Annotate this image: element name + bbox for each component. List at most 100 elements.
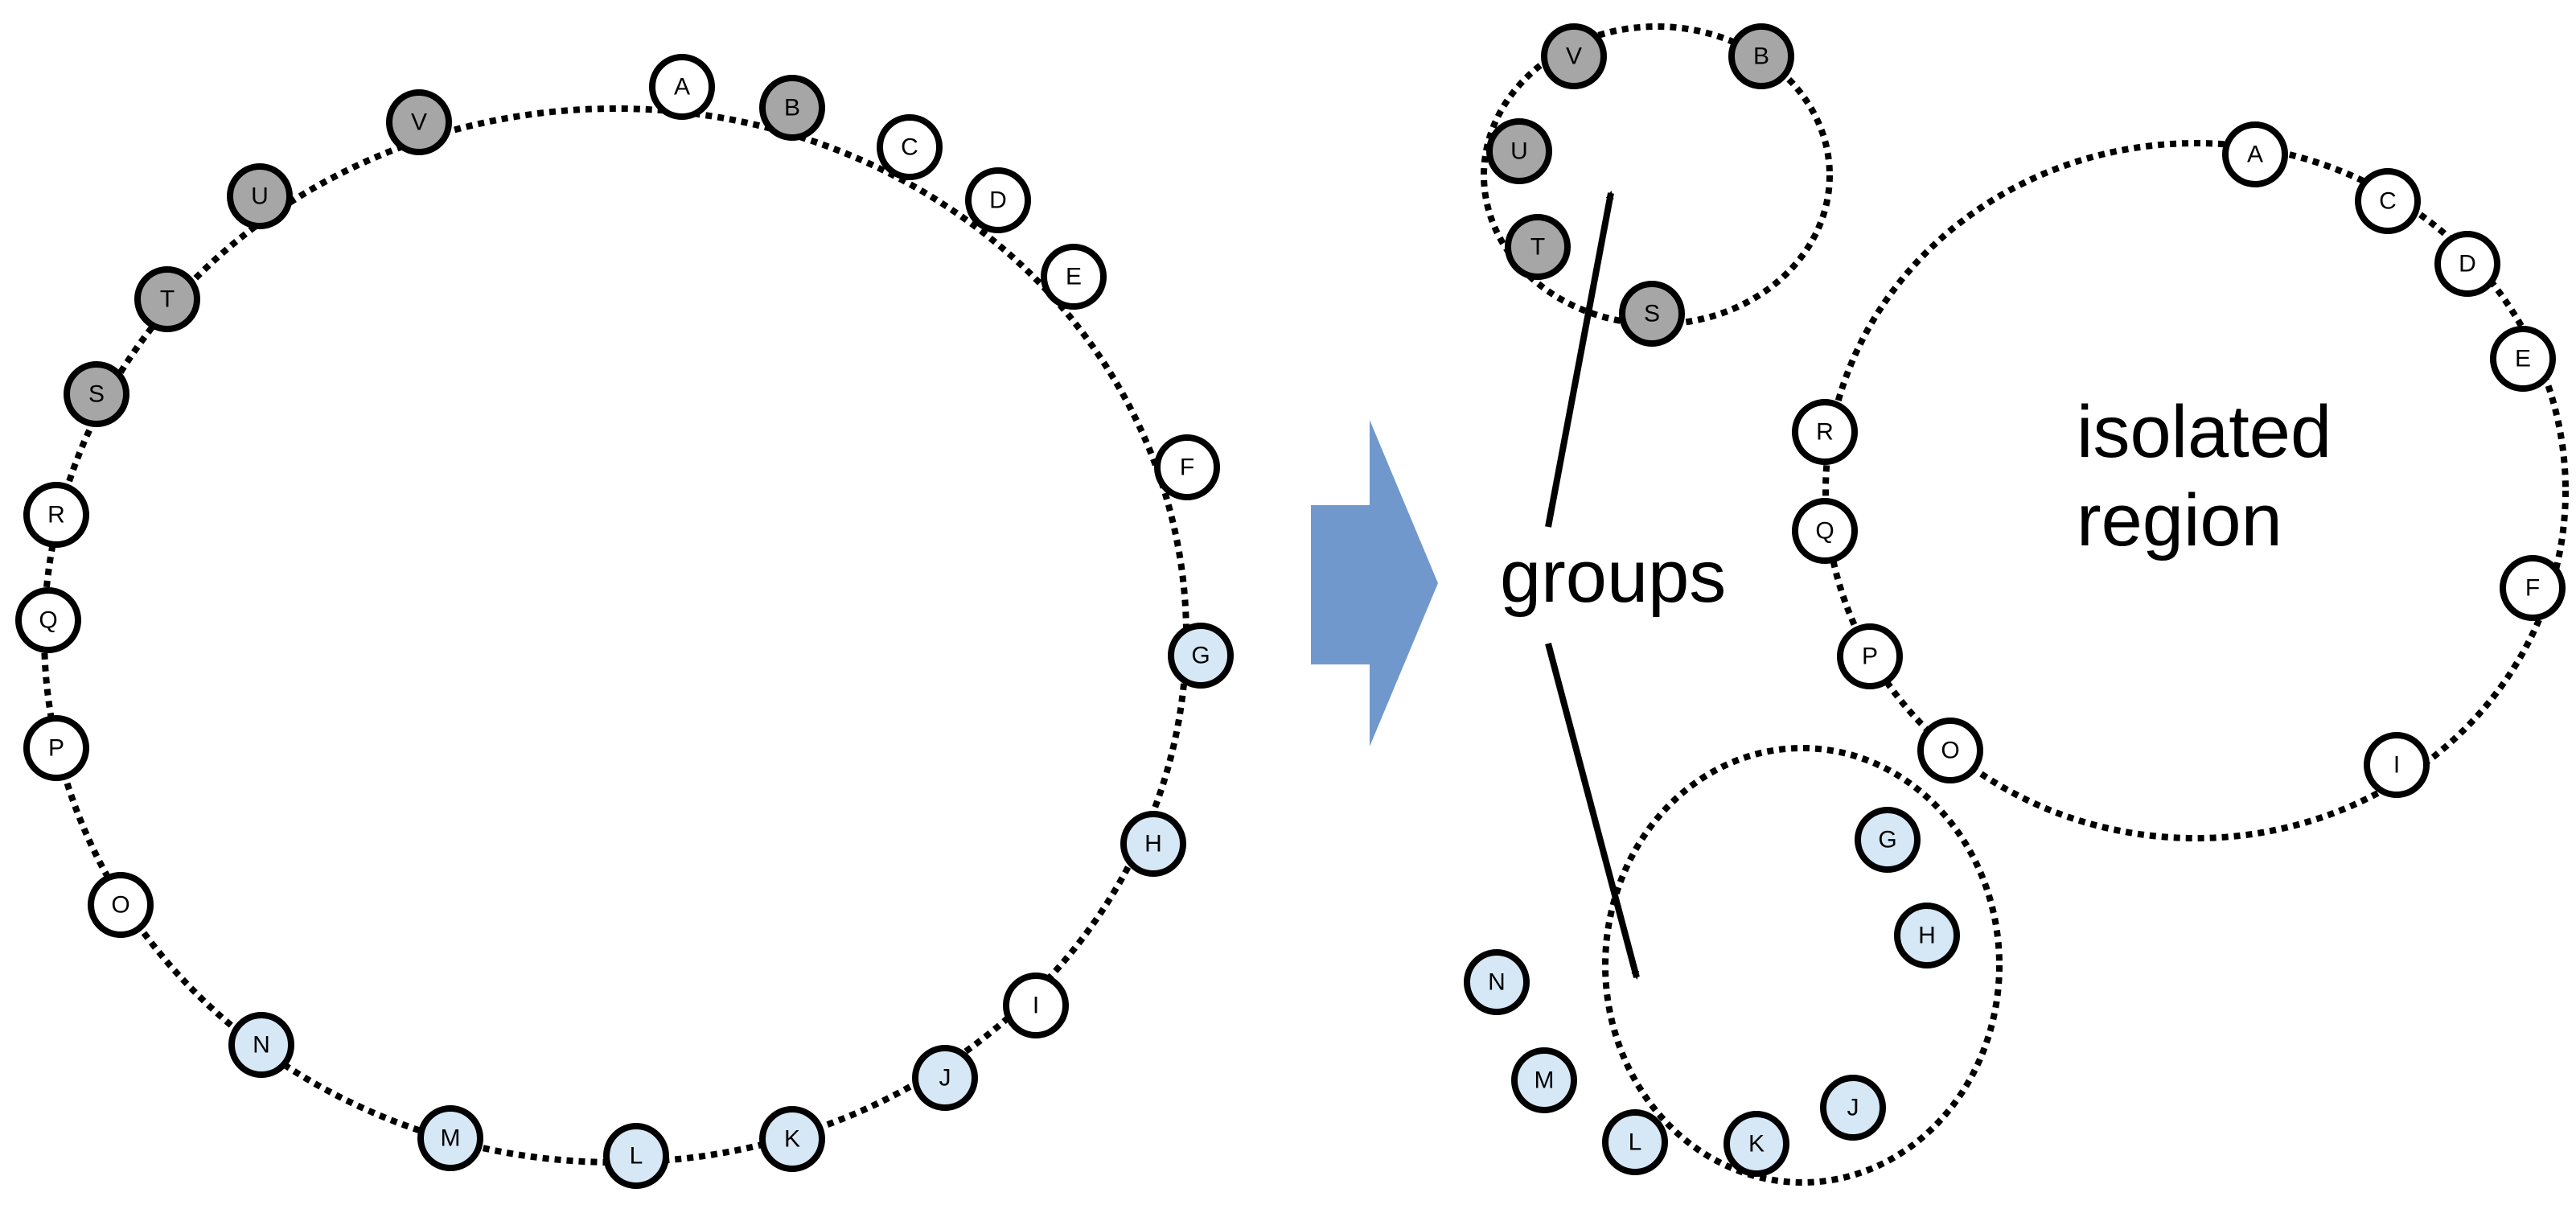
- node-circle: [227, 163, 293, 229]
- node-label: K: [1748, 1131, 1765, 1158]
- node-circle: [603, 1123, 669, 1189]
- before-node-p: P: [23, 715, 89, 781]
- node-label: S: [1644, 301, 1660, 327]
- node-label: L: [630, 1143, 643, 1170]
- before-node-e: E: [1041, 244, 1107, 310]
- node-circle: [1917, 718, 1983, 783]
- node-label: T: [1530, 234, 1545, 261]
- gray-group-node-b: B: [1728, 23, 1794, 89]
- before-node-u: U: [227, 163, 293, 229]
- node-circle: [877, 114, 943, 180]
- node-circle: [1154, 434, 1220, 500]
- arrow-to-gray-group: [1545, 191, 1614, 528]
- node-circle: [2434, 231, 2500, 297]
- node-label: P: [1862, 644, 1878, 670]
- node-circle: [88, 872, 154, 938]
- node-label: J: [939, 1065, 951, 1092]
- node-label: Q: [39, 607, 57, 634]
- node-circle: [1505, 214, 1571, 280]
- node-label: A: [2247, 142, 2263, 168]
- before-node-c: C: [877, 114, 943, 180]
- node-label: S: [88, 381, 105, 408]
- node-label: P: [48, 735, 64, 762]
- node-circle: [2355, 168, 2421, 234]
- node-label: J: [1847, 1095, 1859, 1121]
- arrow-to-blue-group: [1545, 642, 1640, 980]
- before-node-n: N: [228, 1012, 294, 1078]
- node-label: R: [1816, 419, 1834, 446]
- before-node-t: T: [134, 266, 200, 332]
- isolated-region-label-line2: region: [2077, 479, 2282, 561]
- node-circle: [1486, 118, 1552, 184]
- node-circle: [64, 361, 129, 427]
- gray-group-node-u: U: [1486, 118, 1552, 184]
- before-node-a: A: [649, 54, 715, 120]
- node-label: D: [989, 187, 1007, 214]
- node-label: A: [674, 74, 690, 101]
- node-circle: [1792, 498, 1858, 564]
- node-label: Q: [1815, 518, 1834, 545]
- gray-group-ring: [1481, 23, 1833, 327]
- isolated-node-e: E: [2490, 326, 2556, 392]
- node-label: F: [2525, 575, 2540, 602]
- node-label: C: [2379, 188, 2397, 215]
- node-label: B: [1753, 43, 1769, 70]
- node-label: U: [251, 183, 269, 210]
- node-label: G: [1191, 643, 1210, 669]
- node-circle: [759, 1106, 825, 1172]
- node-label: V: [1566, 43, 1582, 70]
- before-node-i: I: [1003, 973, 1069, 1038]
- gray-group-node-s: S: [1619, 281, 1685, 347]
- node-circle: [1464, 949, 1530, 1015]
- isolated-node-i: I: [2364, 732, 2430, 798]
- node-circle: [1855, 807, 1921, 873]
- node-label: E: [1066, 264, 1082, 290]
- node-label: O: [111, 892, 129, 919]
- node-circle: [759, 75, 825, 141]
- node-label: I: [1033, 993, 1039, 1019]
- before-node-g: G: [1168, 623, 1234, 689]
- isolated-node-p: P: [1837, 623, 1903, 689]
- gray-group-node-v: V: [1541, 23, 1607, 89]
- node-circle: [1820, 1075, 1886, 1141]
- before-node-d: D: [965, 167, 1031, 233]
- before-node-k: K: [759, 1106, 825, 1172]
- node-circle: [228, 1012, 294, 1078]
- node-circle: [1003, 973, 1069, 1038]
- node-label: D: [2459, 251, 2476, 278]
- node-label: H: [1918, 923, 1936, 949]
- blue-group-node-g: G: [1855, 807, 1921, 873]
- node-circle: [1511, 1047, 1577, 1113]
- before-node-b: B: [759, 75, 825, 141]
- node-circle: [23, 715, 89, 781]
- transition-arrow-icon: [1311, 420, 1438, 746]
- node-circle: [912, 1045, 978, 1111]
- isolated-node-f: F: [2500, 555, 2566, 621]
- before-node-q: Q: [15, 587, 81, 653]
- gray-group-node-t: T: [1505, 214, 1571, 280]
- node-label: F: [1180, 454, 1194, 481]
- node-circle: [386, 89, 452, 155]
- node-label: T: [160, 286, 175, 313]
- before-node-s: S: [64, 361, 129, 427]
- isolated-node-o: O: [1917, 718, 1983, 783]
- isolated-region-label-line1: isolated: [2077, 391, 2332, 473]
- groups-label: groups: [1500, 536, 1726, 618]
- blue-group-node-n: N: [1464, 949, 1530, 1015]
- isolated-node-a: A: [2222, 121, 2288, 187]
- node-label: U: [1510, 138, 1528, 165]
- before-node-h: H: [1120, 811, 1186, 877]
- node-label: R: [47, 502, 65, 528]
- node-circle: [1619, 281, 1685, 347]
- node-circle: [649, 54, 715, 120]
- isolated-node-d: D: [2434, 231, 2500, 297]
- node-circle: [2364, 732, 2430, 798]
- node-label: M: [441, 1125, 461, 1152]
- node-circle: [1728, 23, 1794, 89]
- node-circle: [15, 587, 81, 653]
- node-label: H: [1144, 831, 1162, 857]
- node-circle: [1723, 1111, 1789, 1177]
- node-circle: [417, 1105, 483, 1171]
- node-label: N: [1488, 969, 1506, 996]
